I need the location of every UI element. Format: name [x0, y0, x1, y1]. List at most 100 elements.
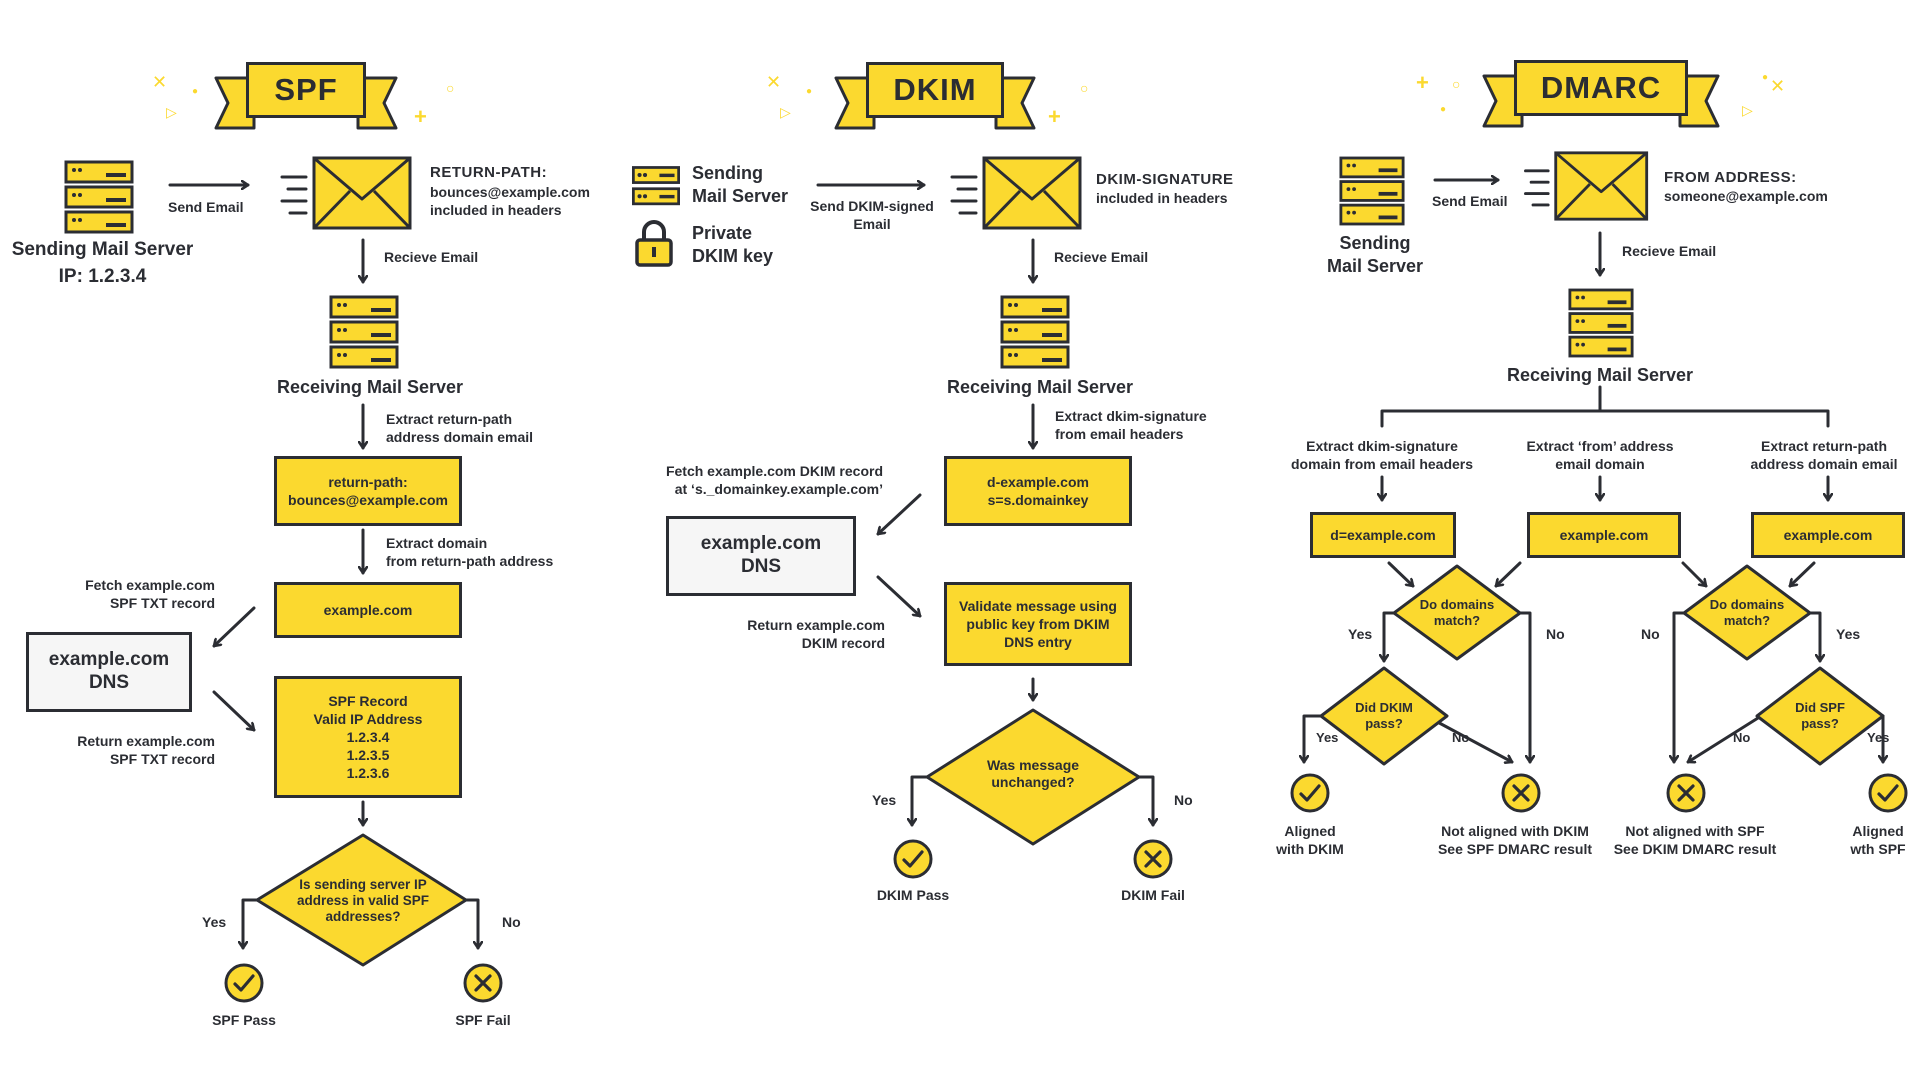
spf-extract-domain-label: Extract domain from return-path address [386, 535, 554, 570]
server-icon [1000, 295, 1070, 369]
dmarc-extract-mid: Extract ‘from’ address email domain [1526, 438, 1674, 473]
spf-fail-label: SPF Fail [455, 1012, 511, 1028]
sparkle-decoration: ▷ [780, 104, 791, 120]
dmarc-spf-pass-diamond [1755, 666, 1885, 766]
dkim-sender-label: Sending Mail Server [692, 163, 789, 207]
spf-pass-label: SPF Pass [212, 1012, 276, 1028]
envelope-icon [1524, 151, 1649, 221]
spf-send-label: Send Email [168, 199, 244, 215]
sparkle-decoration: ▷ [166, 104, 177, 120]
dmarc-dkim-pass-diamond [1319, 666, 1449, 766]
dkim-yes-label: Yes [872, 792, 897, 808]
dkim-decision-diamond [925, 708, 1141, 846]
dmarc-title-banner: DMARC [1482, 60, 1720, 128]
dkim-sig-body: included in headers [1096, 190, 1228, 206]
sparkle-decoration: ✕ [766, 72, 782, 92]
sparkle-decoration: + [1416, 70, 1429, 95]
dmarc-not-aligned-dkim: Not aligned with DKIM See SPF DMARC resu… [1437, 823, 1593, 858]
dkim-sig-head: DKIM-SIGNATURE [1096, 171, 1234, 188]
dkim-fail-label: DKIM Fail [1121, 887, 1185, 903]
sparkle-decoration: ○ [1080, 80, 1089, 96]
server-icon [632, 166, 680, 206]
dmarc-yes-l2: Yes [1316, 730, 1339, 745]
spf-return-path-body: bounces@example.com included in headers [430, 184, 590, 219]
dmarc-q-dkim: Did DKIM pass? [1355, 700, 1413, 731]
dkim-return-label: Return example.com DKIM record [747, 617, 885, 652]
dkim-title: DKIM [866, 62, 1004, 118]
dkim-signature-box: d-example.com s=s.domainkey [944, 456, 1132, 526]
sparkle-decoration: ✕ [152, 72, 168, 92]
check-icon [893, 839, 933, 879]
spf-decision-diamond [255, 833, 468, 967]
dkim-extract-label: Extract dkim-signature from email header… [1055, 408, 1207, 443]
spf-fetch-label: Fetch example.com SPF TXT record [85, 577, 215, 612]
server-icon [329, 295, 399, 369]
dkim-receiver-label: Receiving Mail Server [946, 377, 1134, 397]
spf-record-box: SPF Record Valid IP Address 1.2.3.4 1.2.… [274, 676, 462, 798]
dmarc-box-left: d=example.com [1310, 512, 1456, 558]
check-icon [1290, 773, 1330, 813]
spf-sender-label: Sending Mail Server [11, 239, 194, 260]
spf-sender-ip: IP: 1.2.3.4 [58, 266, 147, 287]
sparkle-decoration: ○ [446, 80, 455, 96]
server-icon [1339, 156, 1405, 226]
sparkle-decoration: + [414, 104, 427, 129]
dmarc-receive-label: Recieve Email [1622, 243, 1717, 259]
sparkle-decoration: ● [1762, 72, 1769, 83]
sparkle-decoration: ● [192, 86, 199, 97]
sparkle-decoration: ○ [1452, 76, 1461, 92]
dkim-pass-label: DKIM Pass [876, 887, 950, 903]
cross-icon [463, 963, 503, 1003]
dmarc-receiver-label: Receiving Mail Server [1506, 365, 1694, 385]
server-icon [64, 160, 134, 234]
dmarc-from-body: someone@example.com [1664, 188, 1828, 204]
dmarc-no-l1: No [1546, 626, 1565, 642]
cross-icon [1666, 773, 1706, 813]
spf-return-label: Return example.com SPF TXT record [77, 733, 215, 768]
dkim-key-label: Private DKIM key [692, 223, 774, 267]
sparkle-decoration: + [1048, 104, 1061, 129]
spf-title-banner: SPF [214, 62, 398, 130]
cross-icon [1501, 773, 1541, 813]
sparkle-decoration: ✕ [1770, 76, 1786, 96]
dmarc-send-label: Send Email [1432, 193, 1508, 209]
spf-domain-box: example.com [274, 582, 462, 638]
dmarc-extract-right: Extract return-path address domain email [1750, 438, 1898, 473]
dmarc-sender-label: Sending Mail Server [1326, 233, 1424, 277]
dmarc-q-right: Do domains match? [1709, 597, 1785, 628]
spf-receiver-label: Receiving Mail Server [276, 377, 464, 397]
dmarc-box-right: example.com [1751, 512, 1905, 558]
dmarc-box-mid: example.com [1527, 512, 1681, 558]
dkim-fetch-label: Fetch example.com DKIM record at ‘s._dom… [665, 463, 883, 498]
dmarc-extract-left: Extract dkim-signature domain from email… [1290, 438, 1474, 473]
dkim-receive-label: Recieve Email [1054, 249, 1149, 265]
dmarc-left-match-diamond [1392, 564, 1522, 661]
dkim-send-label: Send DKIM-signed Email [810, 198, 934, 233]
dmarc-aligned-dkim: Aligned with DKIM [1276, 823, 1344, 858]
dmarc-no-l2: No [1452, 730, 1470, 745]
cross-icon [1133, 839, 1173, 879]
dkim-title-banner: DKIM [834, 62, 1036, 130]
dkim-question: Was message unchanged? [986, 757, 1080, 790]
server-icon [1568, 288, 1634, 358]
sparkle-decoration: ▷ [1742, 102, 1753, 118]
dkim-no-label: No [1174, 792, 1193, 808]
check-icon [1868, 773, 1908, 813]
dmarc-not-aligned-spf: Not aligned with SPF See DKIM DMARC resu… [1613, 823, 1777, 858]
dmarc-title: DMARC [1514, 60, 1688, 116]
spf-return-path-head: RETURN-PATH: [430, 164, 548, 181]
spf-question: Is sending server IP address in valid SP… [296, 876, 430, 925]
dmarc-q-spf: Did SPF pass? [1795, 700, 1845, 731]
dmarc-aligned-spf: Aligned wth SPF [1850, 823, 1906, 858]
dmarc-right-match-diamond [1682, 564, 1812, 661]
spf-dns-box: example.com DNS [26, 632, 192, 712]
dmarc-no-r2: No [1733, 730, 1751, 745]
dkim-dns-box: example.com DNS [666, 516, 856, 596]
spf-yes-label: Yes [202, 914, 227, 930]
envelope-icon [950, 156, 1082, 230]
dmarc-q-left: Do domains match? [1419, 597, 1495, 628]
dmarc-from-head: FROM ADDRESS: [1664, 169, 1797, 186]
envelope-icon [280, 156, 412, 230]
dmarc-yes-l1: Yes [1348, 626, 1373, 642]
